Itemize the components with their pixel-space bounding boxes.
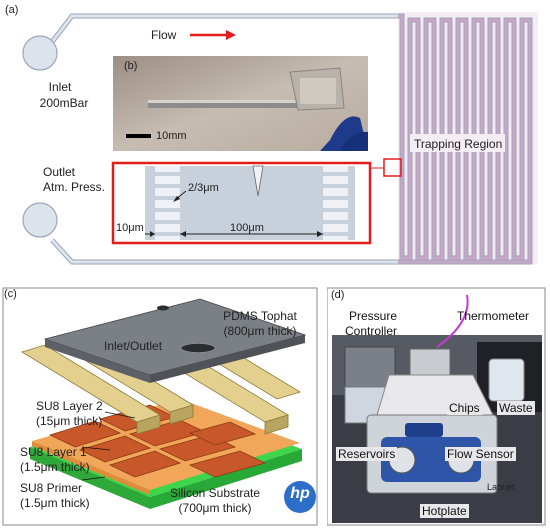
su8-layer1-title: SU8 Layer 1 [20,445,87,459]
tophat-thick: (800μm thick) [223,324,297,338]
panel-a-tag: (a) [5,4,19,16]
panel-d-tag: (d) [331,289,345,301]
flow-label: Flow [151,28,177,42]
tophat-title: PDMS Tophat [223,309,297,323]
flow-sensor-label: Flow Sensor [445,447,516,461]
substrate-thick: (700μm thick) [178,501,252,515]
pressure-label-1: Pressure [349,309,398,323]
primer-thick: (1.5μm thick) [20,496,90,510]
su8-layer2-thick: (15μm thick) [36,414,103,428]
hotplate-brand: Labnet [487,482,515,492]
trapping-region-label: Trapping Region [414,137,503,151]
hp-logo [284,481,316,513]
pillar-width-label: 10μm [116,222,144,234]
inlet-port [22,35,58,71]
hotplate-label: Hotplate [420,504,469,518]
reservoirs-label: Reservoirs [336,447,398,461]
hp-logo-text: hp [290,485,310,502]
width-label: 100μm [230,222,264,234]
pressure-label-2: Controller [345,324,398,338]
inlet-label: Inlet [48,80,72,94]
su8-layer1-thick: (1.5μm thick) [20,460,90,474]
outlet-label: Outlet [42,165,75,179]
panel-c: (c) PDMS Tophat (800μm thick) Inlet/Outl… [0,287,320,527]
gap-label: 2/3μm [188,182,219,194]
chips-label: Chips [447,401,482,415]
panel-c-layer-stack [2,287,318,526]
panel-a: (a) Flow Inlet 200mBar Outlet Atm. Press… [5,4,538,265]
outlet-pressure: Atm. Press. [42,180,105,194]
inlet-outlet-label: Inlet/Outlet [104,339,163,353]
panel-c-tag: (c) [4,288,17,300]
outlet-port [22,202,58,238]
inlet-pressure: 200mBar [39,96,89,110]
thermometer-label: Thermometer [457,309,530,323]
su8-layer2-title: SU8 Layer 2 [36,399,103,413]
panel-a-diagram [22,12,538,265]
photo-b [113,56,368,151]
zoom-channel [111,161,372,245]
scale-bar-label: 10mm [156,130,187,142]
panel-d-photo [327,287,546,526]
primer-title: SU8 Primer [20,481,83,495]
waste-label: Waste [497,401,535,415]
panel-d: (d) Pressure Controller Thermometer Chip… [327,287,547,527]
substrate-title: Silicon Substrate [169,486,261,500]
flow-arrow [190,30,236,40]
panel-b-tag: (b) [124,60,138,72]
